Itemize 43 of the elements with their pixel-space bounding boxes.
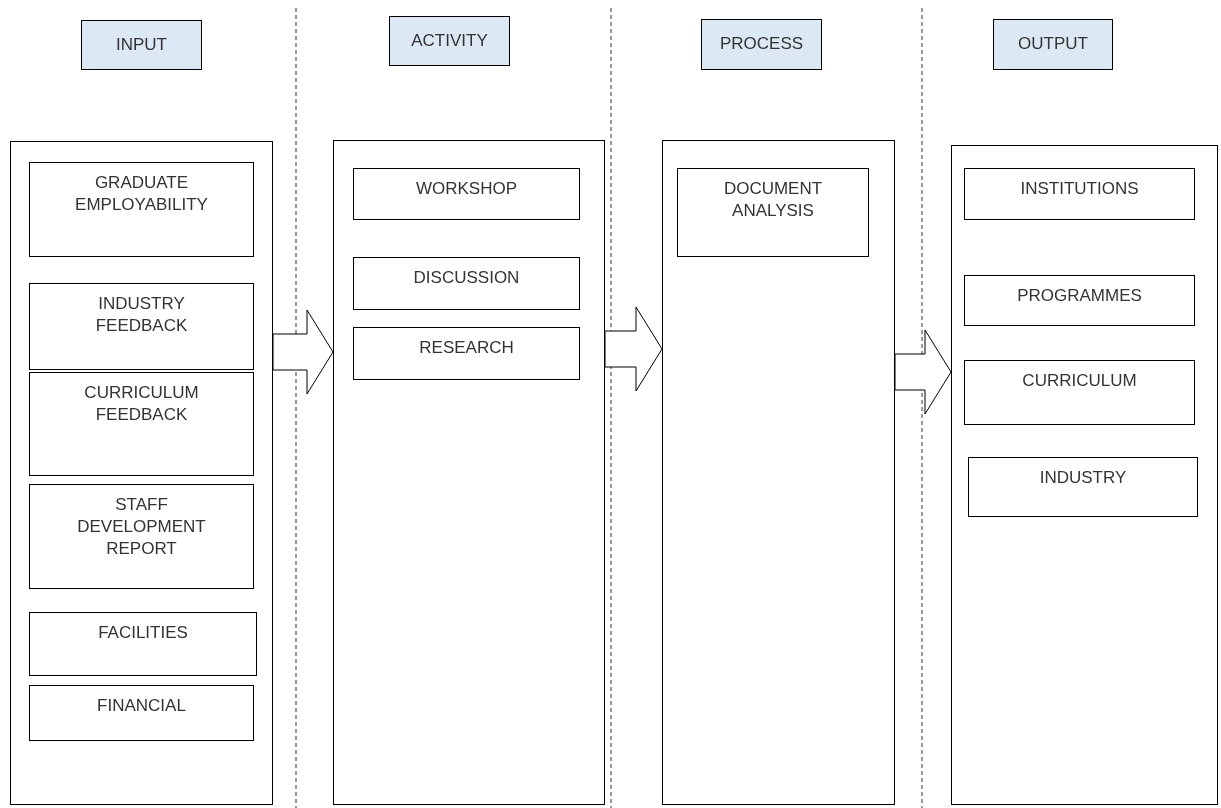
column-panel [10, 141, 273, 805]
process-box [964, 168, 1195, 220]
column-panel [662, 140, 895, 805]
column-panel [951, 145, 1218, 805]
process-box [29, 372, 254, 476]
process-box [29, 612, 257, 676]
process-box [968, 457, 1198, 517]
column-header-box [389, 16, 510, 66]
node-label: DOCUMENT ANALYSIS [722, 178, 824, 223]
block-arrow [894, 329, 952, 415]
column-header-box [701, 19, 822, 70]
node-label: INDUSTRY FEEDBACK [94, 293, 189, 338]
column-heading: ACTIVITY [411, 29, 488, 52]
process-box [29, 283, 254, 370]
process-box [677, 168, 869, 257]
process-box [29, 484, 254, 589]
column-heading: INPUT [116, 33, 167, 56]
node-label: DISCUSSION [413, 267, 520, 289]
block-arrow [272, 309, 334, 395]
node-label: INDUSTRY [1039, 467, 1127, 489]
block-arrow [604, 306, 663, 392]
process-box [29, 685, 254, 741]
node-label: INSTITUTIONS [1020, 178, 1139, 200]
node-label: CURRICULUM FEEDBACK [83, 382, 200, 427]
node-label: STAFF DEVELOPMENT REPORT [76, 494, 207, 561]
node-label: PROGRAMMES [1017, 285, 1142, 307]
column-heading: PROCESS [719, 33, 804, 56]
node-label: WORKSHOP [415, 178, 518, 200]
process-box [353, 168, 580, 220]
process-box [353, 257, 580, 310]
node-label: RESEARCH [419, 337, 514, 359]
node-label: GRADUATE EMPLOYABILITY [74, 172, 209, 217]
column-heading: OUTPUT [1018, 33, 1088, 56]
process-box [353, 327, 580, 380]
column-header-box [81, 20, 202, 70]
process-box [964, 360, 1195, 425]
node-label: FINANCIAL [97, 695, 186, 717]
process-box [964, 275, 1195, 326]
process-box [29, 162, 254, 257]
node-label: FACILITIES [98, 622, 188, 644]
column-panel [333, 140, 605, 805]
column-header-box [993, 19, 1113, 70]
node-label: CURRICULUM [1022, 370, 1137, 392]
